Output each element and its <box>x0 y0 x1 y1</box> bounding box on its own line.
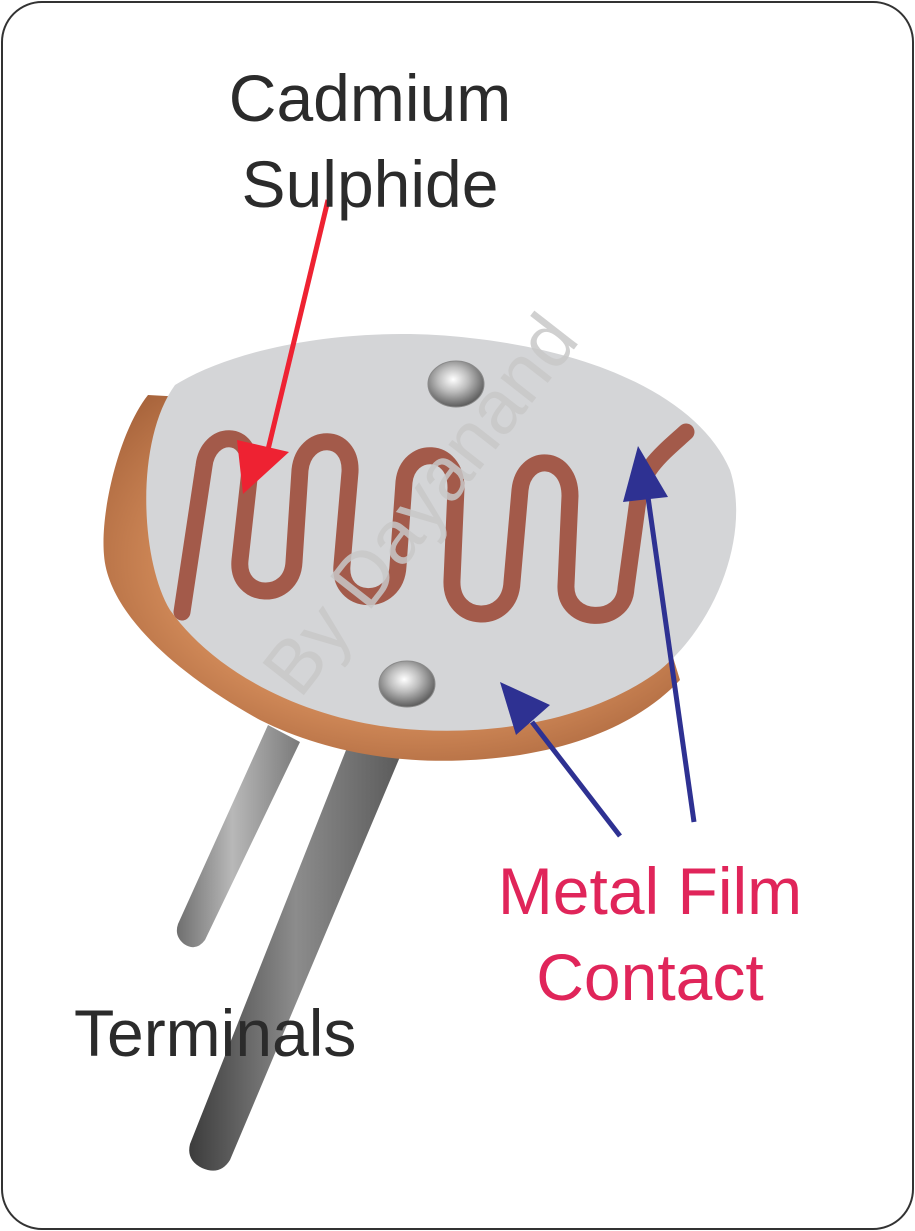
contact-bump-top <box>427 360 485 408</box>
cadmium-sulphide-track <box>173 423 695 624</box>
contact-bumps <box>378 360 485 708</box>
metal-label-line2: Contact <box>536 940 764 1014</box>
metal-film-arrows <box>500 446 697 838</box>
terminal-legs <box>176 725 402 1171</box>
cadmium-arrow <box>237 199 331 494</box>
contact-bump-bottom <box>378 660 436 708</box>
cadmium-label-line2: Sulphide <box>241 147 499 221</box>
metal-film-contact-label: Metal Film Contact <box>440 848 860 1020</box>
metal-label-line1: Metal Film <box>497 854 803 928</box>
terminals-label: Terminals <box>74 996 357 1070</box>
terminal-leg-left <box>176 725 300 948</box>
terminal-leg-right <box>189 735 402 1171</box>
cadmium-label-line1: Cadmium <box>228 61 512 135</box>
disc-face <box>146 334 737 731</box>
metal-film-arrow-left <box>500 682 622 838</box>
cadmium-sulphide-label: Cadmium Sulphide <box>170 55 570 227</box>
metal-film-arrow-right <box>623 446 697 823</box>
